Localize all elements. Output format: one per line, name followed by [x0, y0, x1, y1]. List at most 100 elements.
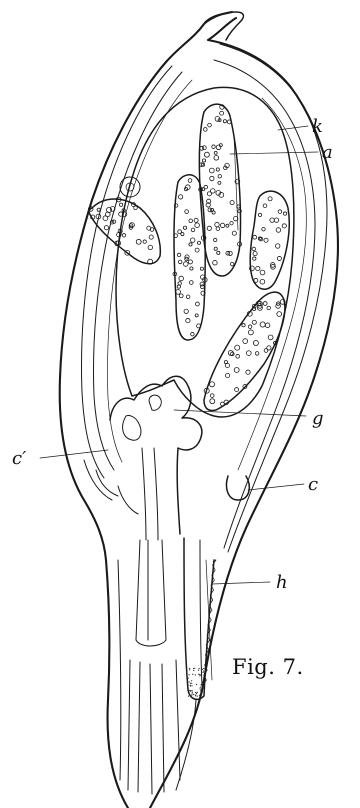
pollen-grain: [256, 266, 260, 270]
tip-hook: [204, 12, 243, 40]
pollen-grain: [263, 302, 267, 306]
pollen-grain: [183, 226, 186, 229]
stipple-dot: [191, 685, 192, 686]
pollen-grain: [230, 262, 233, 265]
pollen-grain: [220, 111, 224, 115]
stipple-dot: [191, 695, 192, 696]
pollen-grain: [179, 276, 184, 281]
pollen-grain: [220, 223, 224, 227]
stipple-dot: [192, 692, 193, 693]
pollen-grain: [218, 181, 221, 184]
pollen-grain: [212, 145, 215, 148]
pollen-grain: [210, 176, 214, 180]
pollen-grain: [253, 252, 257, 256]
pollen-grain: [254, 278, 258, 282]
pollen-grain: [268, 197, 272, 201]
pollen-grain: [248, 330, 253, 335]
stipple-dot: [189, 668, 190, 669]
pollen-grain: [194, 218, 198, 222]
pollen-grain: [262, 227, 265, 230]
pollen-grain: [189, 243, 192, 246]
pollen-grain: [230, 201, 234, 205]
pollen-grains: [88, 105, 286, 406]
pollen-grain: [185, 210, 189, 214]
pollen-grain: [195, 302, 199, 306]
stipple-dot: [203, 671, 204, 672]
stipple-dot: [198, 670, 199, 671]
pollen-grain: [177, 253, 180, 256]
pollen-grain: [216, 168, 219, 171]
stipple-dot: [202, 696, 203, 697]
leader-k: [278, 126, 308, 130]
pollen-grain: [276, 228, 281, 233]
pollen-grain: [255, 352, 259, 356]
stipple-dot: [201, 668, 202, 669]
stipple-dot: [193, 670, 194, 671]
stipple-dot: [188, 685, 189, 686]
pollen-grain: [197, 241, 200, 244]
pollen-grain: [267, 306, 270, 309]
label-k: k: [312, 116, 323, 137]
stipple-dot: [197, 696, 198, 697]
anther-lower-right: [204, 292, 285, 410]
stipple-dot: [190, 683, 191, 684]
pollen-grain: [119, 203, 122, 206]
stipple-dot: [200, 687, 201, 688]
pollen-grain: [204, 152, 209, 157]
stipple-dot: [203, 680, 204, 681]
pollen-grain: [178, 260, 182, 264]
pollen-grain: [208, 208, 212, 212]
stipple-dot: [202, 686, 203, 687]
pollen-grain: [230, 222, 233, 225]
pollen-grain: [179, 294, 183, 298]
pollen-grain: [97, 208, 100, 211]
pollen-grain: [104, 226, 108, 230]
pollen-grain: [178, 282, 181, 285]
pollen-grain: [216, 145, 221, 150]
stipple-dot: [202, 681, 203, 682]
stipple-dot: [188, 696, 189, 697]
pollen-grain: [200, 267, 203, 270]
stipple-dot: [189, 681, 190, 682]
pollen-grain: [213, 260, 218, 265]
pollen-grain: [190, 238, 195, 243]
floral-tube: [184, 538, 214, 699]
pollen-grain: [260, 279, 265, 284]
pollen-grain: [186, 318, 190, 322]
stipple-dot: [191, 683, 192, 684]
pollen-grain: [248, 325, 252, 329]
pollen-grain: [282, 224, 286, 228]
stipple-dot: [199, 674, 200, 675]
left-folds: [84, 460, 138, 514]
pollen-grain: [176, 290, 181, 295]
pollen-grain: [246, 351, 251, 356]
anther-center: [199, 104, 240, 276]
stipple-dot: [199, 668, 200, 669]
stipple-dot: [201, 694, 202, 695]
pollen-grain: [184, 309, 188, 313]
pollen-grain: [200, 285, 204, 289]
pollen-grain: [225, 363, 229, 367]
pollen-grain: [214, 151, 217, 154]
pollen-grain: [246, 370, 250, 374]
pollen-grain: [253, 235, 257, 239]
stipple-dot: [192, 674, 193, 675]
pollen-grain: [215, 222, 220, 227]
label-c: c: [308, 474, 318, 495]
style-column: [136, 540, 166, 640]
pollen-grain: [253, 340, 258, 345]
pollen-grain: [274, 218, 278, 222]
stipple-dot: [203, 678, 204, 679]
envelope-layer-right-2: [214, 60, 315, 548]
stipple-dot: [203, 672, 204, 673]
label-a: a: [322, 142, 333, 163]
stipple-dot: [188, 688, 189, 689]
pollen-grain: [203, 128, 207, 132]
pollen-grain: [268, 335, 273, 340]
pollen-grain: [211, 189, 216, 194]
stipple-dot: [190, 685, 191, 686]
stipple-dot: [198, 674, 199, 675]
stipple-dot: [195, 674, 196, 675]
stipple-dot: [196, 684, 197, 685]
pollen-grain: [258, 213, 261, 216]
